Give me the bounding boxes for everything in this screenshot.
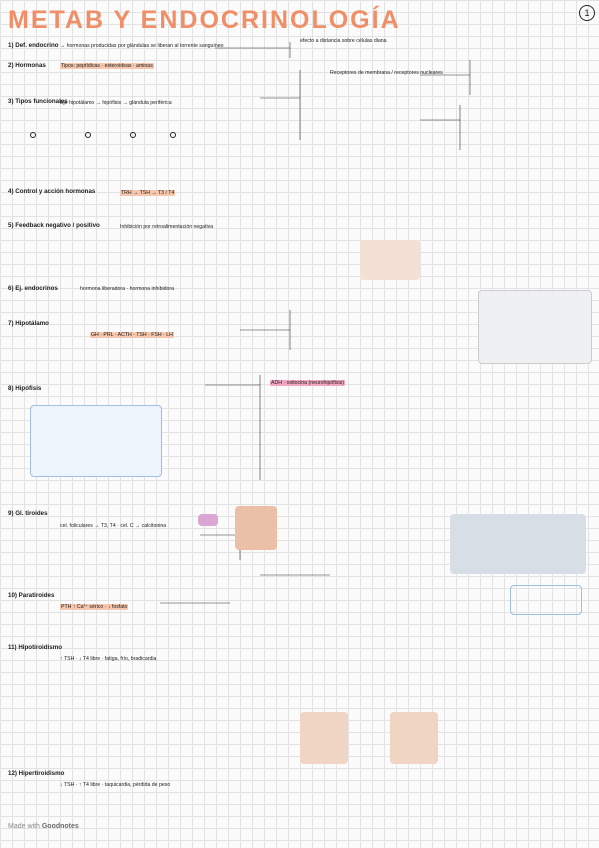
text-line: TRH → TSH → T3 / T4 xyxy=(120,190,176,196)
cell-sketch xyxy=(30,125,38,143)
page-title: METAB Y ENDOCRINOLOGÍA xyxy=(8,6,401,34)
footer-made-with: Made with xyxy=(8,823,40,830)
calcium-diagram xyxy=(510,585,582,615)
text-line: Receptores de membrana / receptores nucl… xyxy=(330,70,443,76)
section-heading-2: 2) Hormonas xyxy=(8,62,46,69)
page-number: 1 xyxy=(579,5,595,21)
thyroid-icon xyxy=(198,514,218,526)
text-line: PTH ↑ Ca²⁺ sérico · ↓ fosfato xyxy=(60,604,129,610)
hypothyroid-figure xyxy=(300,712,348,764)
section-heading-6: 6) Ej. endocrinos xyxy=(8,285,58,292)
highlight-text: Tipos: peptídicas · esteroideas · aminas xyxy=(60,63,154,69)
section-heading-5: 5) Feedback negativo / positivo xyxy=(8,222,100,229)
section-heading-12: 12) Hipertiroidismo xyxy=(8,770,65,777)
text-line: cel. foliculares → T3, T4 · cel. C → cal… xyxy=(60,523,167,529)
text-line: ↓ TSH · ↑ T4 libre · taquicardia, pérdid… xyxy=(60,782,171,788)
text-line: GH · PRL · ACTH · TSH · FSH · LH xyxy=(90,332,174,338)
text-line: hormona liberadora · hormona inhibidora xyxy=(80,286,175,292)
text-line: Inhibición por retroalimentación negativ… xyxy=(120,224,214,230)
cell-sketch xyxy=(85,125,93,143)
pituitary-table xyxy=(30,405,162,477)
section-heading-11: 11) Hipotiroidismo xyxy=(8,644,62,651)
section-heading-7: 7) Hipotálamo xyxy=(8,320,49,327)
section-heading-10: 10) Paratiroides xyxy=(8,592,55,599)
section-heading-1: 1) Def. endocrino xyxy=(8,42,59,49)
text-line: → hormonas producidas por glándulas se l… xyxy=(60,43,224,49)
hormone-diagram xyxy=(478,290,592,364)
highlight-text: TRH → TSH → T3 / T4 xyxy=(120,190,176,196)
text-line: Tipos: peptídicas · esteroideas · aminas xyxy=(60,63,154,69)
section-heading-3: 3) Tipos funcionales xyxy=(8,98,68,105)
section-heading-4: 4) Control y acción hormonas xyxy=(8,188,96,195)
cell-sketch xyxy=(170,125,178,143)
section-heading-8: 8) Hipófisis xyxy=(8,385,42,392)
hyperthyroid-figure xyxy=(390,712,438,764)
text-line: efecto a distancia sobre células diana xyxy=(300,38,387,44)
footer-brand: Goodnotes xyxy=(41,823,79,830)
footer: Made with Goodnotes xyxy=(8,823,79,830)
text-line: ↑ TSH · ↓ T4 libre · fatiga, frío, bradi… xyxy=(60,656,157,662)
thyroid-synthesis-diagram xyxy=(450,514,586,574)
highlight-text: GH · PRL · ACTH · TSH · FSH · LH xyxy=(90,332,174,338)
highlight-text: PTH ↑ Ca²⁺ sérico · ↓ fosfato xyxy=(60,604,129,610)
thyroid-image xyxy=(235,506,277,550)
diagram-sketch xyxy=(360,240,420,280)
section-heading-9: 9) Gl. tiroides xyxy=(8,510,48,517)
text-line: Eje hipotálamo → hipófisis → glándula pe… xyxy=(60,100,172,106)
text-line: ADH · oxitocina (neurohipófisis) xyxy=(270,380,345,386)
highlight-text: ADH · oxitocina (neurohipófisis) xyxy=(270,380,345,386)
cell-sketch xyxy=(130,125,138,143)
